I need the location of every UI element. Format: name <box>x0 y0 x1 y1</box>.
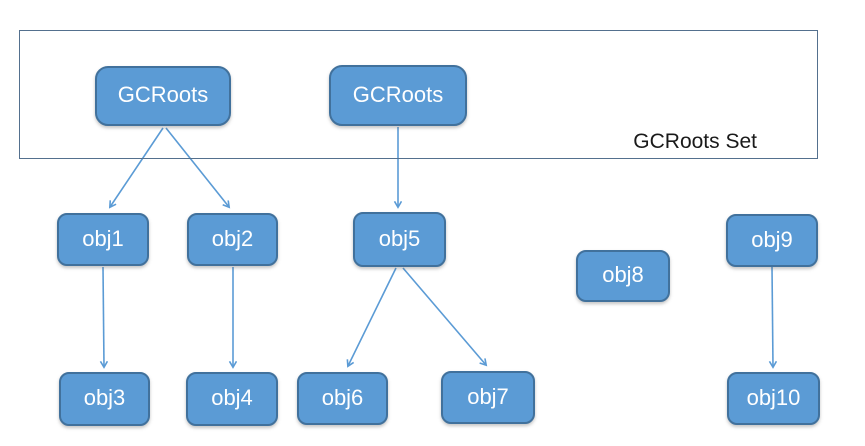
edge-obj5-obj6 <box>348 267 397 366</box>
node-obj3: obj3 <box>59 372 150 426</box>
node-label: obj2 <box>211 225 254 251</box>
node-gcroots-2: GCRoots <box>329 65 467 126</box>
node-obj9: obj9 <box>726 214 818 267</box>
node-obj4: obj4 <box>186 372 278 426</box>
node-obj2: obj2 <box>187 213 278 266</box>
node-obj6: obj6 <box>297 372 388 425</box>
node-gcroots-1: GCRoots <box>95 66 231 126</box>
node-obj7: obj7 <box>441 371 535 424</box>
node-label: obj5 <box>378 225 421 251</box>
node-label: GCRoots <box>352 81 444 107</box>
node-obj5: obj5 <box>353 212 446 267</box>
node-label: obj3 <box>83 385 126 410</box>
node-label: obj1 <box>82 225 124 251</box>
node-label: obj7 <box>467 383 509 409</box>
node-label: obj9 <box>751 226 793 252</box>
node-label: obj6 <box>321 384 364 410</box>
node-label: obj4 <box>211 385 253 410</box>
node-obj10: obj10 <box>727 372 820 425</box>
edge-obj1-obj3 <box>103 266 104 367</box>
gcroots-set-container: GCRoots Set <box>19 30 818 159</box>
node-label: obj10 <box>746 384 801 410</box>
node-label: obj8 <box>602 262 644 287</box>
edge-obj5-obj7 <box>402 267 486 365</box>
gcroots-set-label: GCRoots Set <box>633 130 757 153</box>
node-label: GCRoots <box>117 82 209 107</box>
edge-obj9-obj10 <box>772 266 773 367</box>
node-obj8: obj8 <box>576 250 670 302</box>
node-obj1: obj1 <box>57 213 149 266</box>
